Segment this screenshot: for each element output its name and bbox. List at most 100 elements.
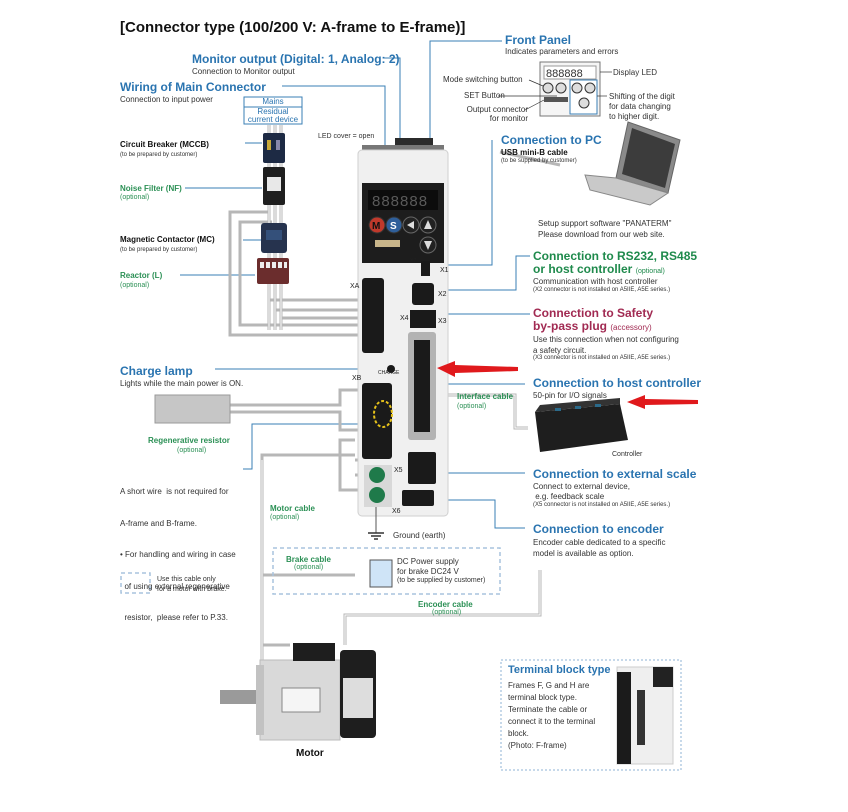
host-controller-heading: Connection to host controller: [533, 376, 701, 390]
charge-lamp-desc: Lights while the main power is ON.: [120, 379, 244, 388]
regen-resistor-note: (optional): [177, 447, 207, 454]
interface-cable-label: Interface cable: [457, 392, 514, 401]
dc-power-supply-box: [369, 559, 393, 588]
external-scale-heading: Connection to external scale: [533, 467, 697, 481]
terminal-block-text: Frames F, G and H are terminal block typ…: [508, 680, 595, 752]
legend-text: Use this cable only for a motor with bra…: [157, 575, 227, 595]
label-xb: XB: [352, 375, 362, 382]
encoder-desc: Encoder cable dedicated to a specific mo…: [533, 537, 666, 559]
svg-text:888888: 888888: [546, 68, 583, 80]
rs232-heading-line-2: or host controller: [533, 262, 633, 276]
set-button-label: SET Button: [464, 91, 505, 100]
mains-box-text: Mains Residual current device: [244, 97, 302, 125]
brake-cable-note: (optional): [294, 564, 324, 571]
panaterm-line-2: Please download from our web site.: [538, 230, 665, 239]
ground-label: Ground (earth): [393, 531, 446, 540]
terminal-block-line-4: connect it to the terminal: [508, 717, 596, 726]
mains-label: Mains: [262, 97, 284, 106]
laptop-illustration: [584, 121, 681, 206]
terminal-block-line-1: Frames F, G and H are: [508, 681, 590, 690]
encoder-desc-line-2: model is available as option.: [533, 549, 634, 558]
page-title: [Connector type (100/200 V: A-frame to E…: [120, 19, 466, 36]
usb-cable-note: (to be supplied by customer): [501, 158, 577, 164]
dc-power-line-3: (to be supplied by customer): [397, 577, 486, 584]
main-connector-heading: Wiring of Main Connector: [120, 80, 266, 94]
controller-illustration: [535, 398, 628, 452]
motor-cable-label: Motor cable: [270, 504, 315, 513]
safety-desc: Use this connection when not configuring…: [533, 334, 679, 356]
charge-lamp-heading: Charge lamp: [120, 364, 193, 378]
rs232-heading-line-1: Connection to RS232, RS485: [533, 249, 698, 263]
rs232-heading: Connection to RS232, RS485 or host contr…: [533, 250, 697, 278]
leader-short-wire: [243, 423, 392, 470]
red-arrows: [437, 361, 698, 409]
rcd-line-2: current device: [247, 115, 299, 124]
svg-text:888888: 888888: [372, 193, 428, 210]
safety-heading-line-1: Connection to Safety: [533, 306, 654, 320]
short-wire-note: A short wire is not required for A-frame…: [120, 466, 236, 634]
leader-pc: [437, 140, 493, 266]
magnetic-contactor-label: Magnetic Contactor (MC): [120, 235, 215, 244]
mains-box: [243, 96, 303, 125]
motor-cable-note: (optional): [270, 514, 300, 521]
safety-heading-line-2: by-pass plug: [533, 319, 608, 333]
output-connector-line-1: Output connector: [466, 105, 528, 114]
brake-region: [272, 547, 501, 595]
label-x4: X4: [400, 315, 409, 322]
leader-encoder: [440, 499, 525, 529]
label-x2: X2: [438, 291, 447, 298]
regenerative-resistor-device: [154, 394, 231, 424]
label-xa: XA: [350, 283, 360, 290]
magnetic-contactor-note: (to be prepared by customer): [120, 247, 198, 253]
main-connector-desc: Connection to input power: [120, 95, 213, 104]
encoder-desc-line-1: Encoder cable dedicated to a specific: [533, 538, 666, 547]
short-wire-line-5: resistor, please refer to P.33.: [120, 613, 228, 622]
rs232-desc: Communication with host controller: [533, 277, 658, 286]
svg-text:M: M: [372, 221, 380, 232]
shift-line-1: Shifting of the digit: [609, 92, 675, 101]
motor-label: Motor: [296, 748, 324, 759]
reactor-label: Reactor (L): [120, 271, 163, 280]
safety-accessory: (accessory): [610, 323, 652, 332]
terminal-block-line-6: (Photo: F-frame): [508, 741, 567, 750]
front-panel-heading: Front Panel: [505, 33, 572, 47]
display-led-label: Display LED: [613, 68, 658, 77]
servo-driver: 888888 M S: [357, 138, 449, 540]
label-x3: X3: [438, 318, 447, 325]
arrow-left-2: [627, 395, 698, 409]
rcd-line-1: Residual: [257, 107, 289, 116]
front-panel-desc: Indicates parameters and errors: [505, 47, 619, 56]
reactor-device: [257, 258, 289, 284]
output-connector-line-2: for monitor: [489, 114, 528, 123]
short-wire-line-1: A short wire is not required for: [120, 487, 229, 496]
dc-power-line-2: for brake DC24 V: [397, 566, 459, 576]
terminal-block-line-5: block.: [508, 729, 529, 738]
encoder-heading: Connection to encoder: [533, 522, 664, 536]
usb-cable-label: USB mini-B cable: [501, 148, 568, 157]
monitor-output-heading: Monitor output (Digital: 1, Analog: 2): [192, 52, 400, 66]
terminal-block-line-2: terminal block type.: [508, 693, 577, 702]
label-x5: X5: [394, 467, 403, 474]
rs232-note: (X2 connector is not installed on A5IIE,…: [533, 287, 671, 293]
noise-filter-note: (optional): [120, 194, 150, 201]
panaterm-line-1: Setup support software "PANATERM": [538, 219, 672, 228]
short-wire-line-2: A-frame and B-frame.: [120, 518, 197, 528]
safety-heading: Connection to Safety by-pass plug (acces…: [533, 307, 653, 334]
encoder-cable-note: (optional): [432, 609, 462, 616]
host-controller-desc: 50-pin for I/O signals: [533, 391, 607, 400]
terminal-block-line-3: Terminate the cable or: [508, 705, 588, 714]
legend-line-2: for a motor with brake.: [157, 586, 227, 593]
safety-desc-line-2: a safety circuit.: [533, 346, 587, 355]
circuit-breaker-note: (to be prepared by customer): [120, 152, 198, 158]
short-wire-marker: [373, 400, 393, 428]
brake-cable-label: Brake cable: [286, 555, 331, 564]
external-scale-desc-line-2: e.g. feedback scale: [533, 492, 605, 501]
label-x7: X7: [410, 258, 416, 264]
mode-button-label: Mode switching button: [443, 75, 523, 84]
controller-label: Controller: [612, 451, 643, 458]
terminal-block-heading: Terminal block type: [508, 664, 611, 676]
terminal-block-box: [500, 659, 682, 771]
shift-line-2: for data changing: [609, 102, 671, 111]
monitor-output-desc: Connection to Monitor output: [192, 67, 295, 76]
